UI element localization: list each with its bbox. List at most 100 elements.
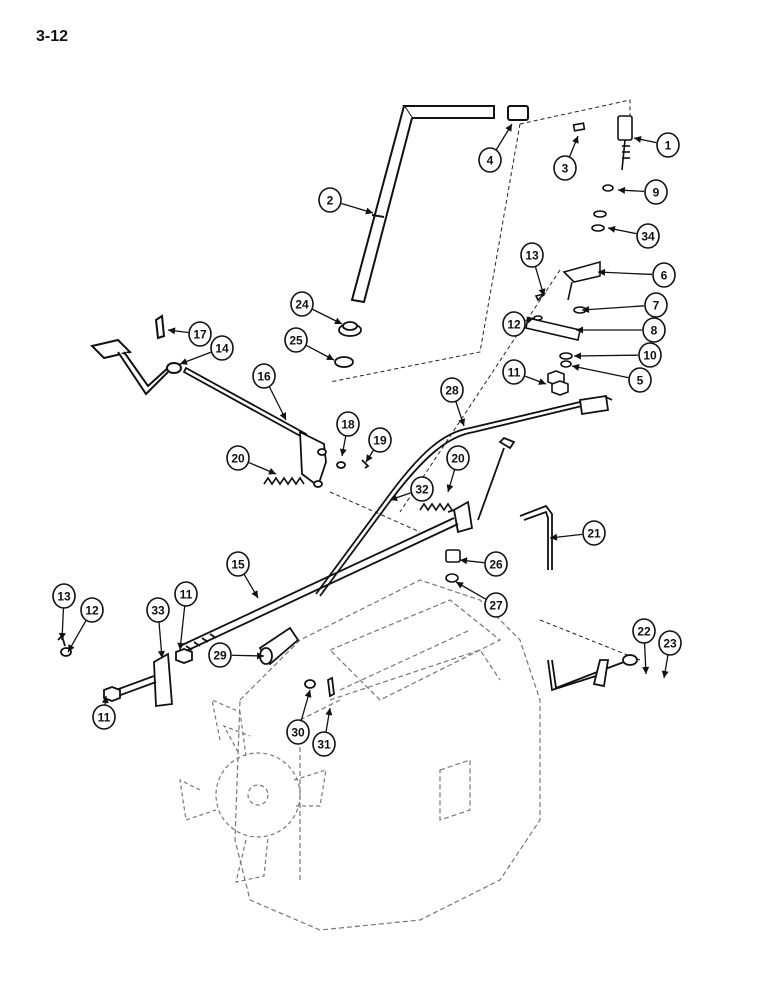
callout-24: 24 — [290, 291, 343, 325]
callout-number: 16 — [257, 370, 271, 384]
callout-11: 11 — [502, 359, 547, 385]
callout-bubble — [208, 642, 232, 668]
callout-number: 4 — [487, 154, 494, 168]
leader-arrowhead — [634, 135, 642, 143]
leader-arrowhead — [268, 468, 276, 475]
callout-bubble — [553, 155, 577, 181]
pivot-assembly — [525, 115, 633, 396]
leader-arrowhead — [538, 378, 546, 385]
callout-bubble — [644, 179, 668, 205]
callout-bubble — [520, 242, 544, 268]
leader-arrowhead — [177, 642, 185, 650]
callout-13: 13 — [520, 242, 546, 297]
callout-number: 1 — [665, 139, 672, 153]
fuel-line — [477, 436, 638, 692]
leader-arrowhead — [446, 484, 454, 492]
callout-number: 6 — [661, 269, 668, 283]
callout-bubble — [502, 359, 526, 385]
callout-20: 20 — [226, 445, 277, 475]
callout-26: 26 — [459, 551, 508, 577]
leader-arrowhead — [608, 225, 616, 233]
foot-pedal — [90, 314, 182, 396]
leader-line — [571, 365, 629, 379]
callout-bubble — [484, 551, 508, 577]
callout-28: 28 — [440, 377, 466, 427]
leader-arrowhead — [101, 696, 109, 704]
leader-arrowhead — [304, 690, 312, 698]
callout-10: 10 — [573, 342, 662, 368]
callout-21: 21 — [549, 520, 606, 546]
callout-bubble — [80, 597, 104, 623]
leader-arrowhead — [661, 670, 669, 678]
callout-number: 32 — [415, 483, 429, 497]
callout-number: 14 — [215, 342, 229, 356]
leader-arrowhead — [618, 186, 626, 194]
callout-22: 22 — [632, 618, 656, 675]
callout-31: 31 — [312, 707, 336, 757]
callout-19: 19 — [365, 427, 392, 463]
fuel-fitting — [445, 549, 461, 583]
callout-number: 13 — [57, 590, 71, 604]
callout-bubble — [632, 618, 656, 644]
callout-5: 5 — [571, 363, 652, 393]
leader-arrowhead — [366, 454, 373, 462]
gear-lever — [350, 105, 495, 304]
callout-bubble — [336, 411, 360, 437]
callout-34: 34 — [607, 223, 660, 249]
callout-bubble — [252, 363, 276, 389]
callout-number: 18 — [341, 418, 355, 432]
callout-number: 28 — [445, 384, 459, 398]
callout-bubble — [410, 476, 434, 502]
lever-boot — [334, 321, 362, 368]
leader-arrowhead — [390, 494, 398, 502]
page-number: 3-12 — [36, 28, 69, 45]
callout-3: 3 — [553, 135, 579, 181]
callout-bubble — [318, 187, 342, 213]
leader-arrowhead — [574, 352, 582, 360]
callout-20: 20 — [446, 445, 470, 493]
callout-number: 7 — [653, 299, 660, 313]
callout-number: 20 — [231, 452, 245, 466]
callout-6: 6 — [597, 262, 676, 288]
leader-arrowhead — [326, 353, 334, 360]
callout-bubble — [658, 630, 682, 656]
lower-link — [258, 626, 335, 698]
callout-bubble — [582, 520, 606, 546]
callout-bubble — [226, 551, 250, 577]
callout-bubble — [446, 445, 470, 471]
callout-14: 14 — [179, 335, 234, 365]
callout-11: 11 — [92, 695, 116, 730]
callout-number: 26 — [489, 558, 503, 572]
leader-line — [573, 354, 639, 357]
callout-16: 16 — [252, 363, 287, 421]
leader-arrowhead — [538, 288, 546, 296]
callout-number: 31 — [317, 738, 331, 752]
callout-33: 33 — [146, 597, 170, 659]
callout-bubble — [484, 592, 508, 618]
callout-number: 30 — [291, 726, 305, 740]
callout-number: 20 — [451, 452, 465, 466]
leader-arrowhead — [68, 644, 75, 652]
callout-15: 15 — [226, 551, 259, 599]
callout-number: 12 — [507, 318, 521, 332]
callout-number: 11 — [508, 366, 521, 380]
callout-12: 12 — [67, 597, 104, 653]
callout-number: 23 — [663, 637, 677, 651]
callout-2: 2 — [318, 187, 374, 215]
callout-number: 24 — [295, 298, 309, 312]
callout-12: 12 — [502, 311, 535, 337]
leader-arrowhead — [334, 317, 342, 324]
callout-bubble — [368, 427, 392, 453]
callout-bubble — [146, 597, 170, 623]
callout-bubble — [210, 335, 234, 361]
leader-arrowhead — [550, 533, 558, 541]
callout-number: 34 — [641, 230, 655, 244]
callout-9: 9 — [617, 179, 668, 205]
callout-4: 4 — [478, 123, 513, 173]
leader-arrowhead — [325, 708, 333, 716]
lower-lever — [57, 634, 193, 708]
callout-bubble — [92, 704, 116, 730]
reference-panel-outline — [329, 99, 641, 661]
